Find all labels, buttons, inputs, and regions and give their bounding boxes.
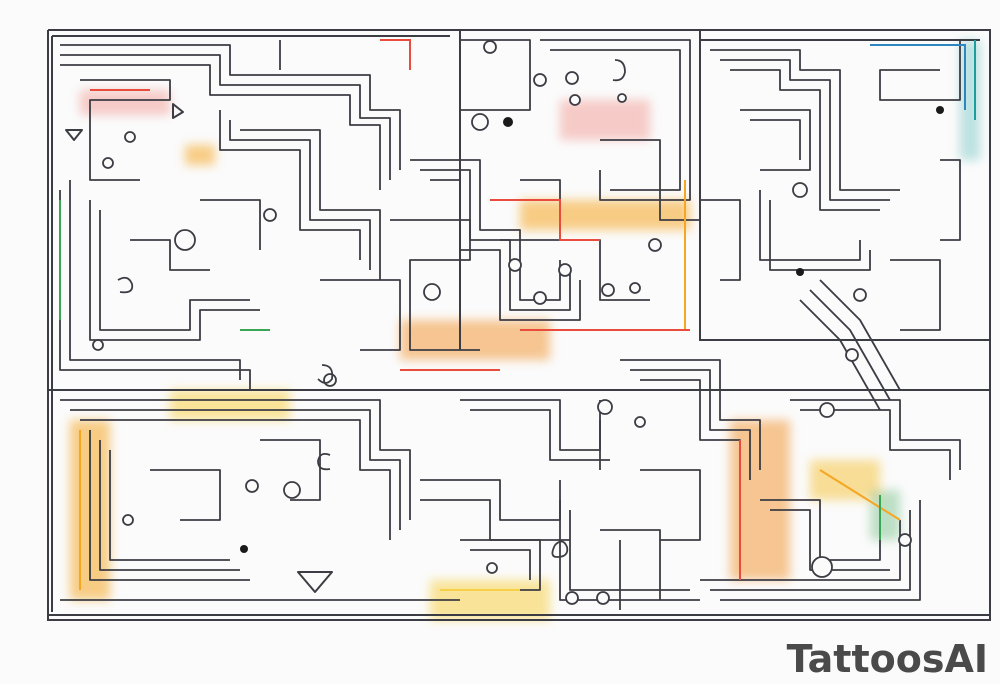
curly-accents [117, 59, 626, 558]
solder-pads [92, 40, 912, 605]
triangle-markers [65, 103, 333, 593]
colored-traces [59, 39, 976, 591]
dot-markers [240, 106, 944, 553]
watermark-logo: TattoosAI [787, 637, 988, 681]
board-outline [47, 29, 991, 621]
circuit-traces [59, 39, 961, 610]
